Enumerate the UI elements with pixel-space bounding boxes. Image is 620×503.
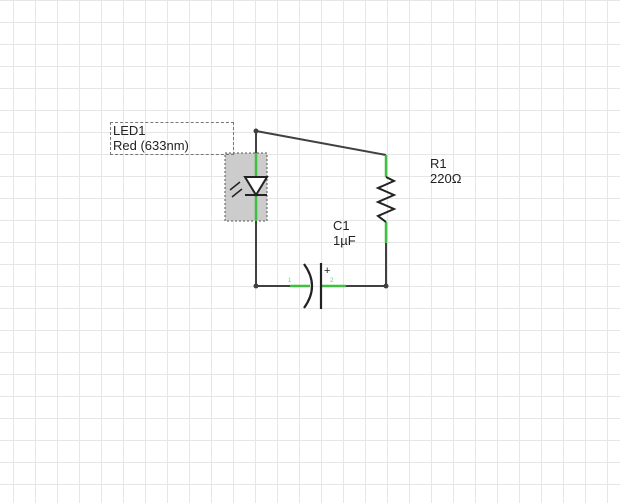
capacitor-pin1-label: 1 (288, 278, 292, 284)
r1-label[interactable]: R1 220Ω (430, 156, 461, 186)
r1-ref: R1 (430, 156, 447, 171)
capacitor-polarity: + (324, 265, 330, 277)
led1-label[interactable]: LED1 Red (633nm) (110, 122, 234, 155)
capacitor-curved-plate-icon (303, 263, 314, 309)
c1-value: 1µF (333, 233, 356, 248)
wires[interactable] (255, 130, 387, 287)
c1-symbol[interactable]: + 1 2 (288, 263, 346, 309)
wire-top[interactable] (255, 130, 387, 156)
resistor-zigzag-icon (375, 176, 397, 223)
c1-label[interactable]: C1 1µF (333, 218, 356, 248)
r1-value: 220Ω (430, 171, 462, 186)
light-emission-arrows-icon (229, 181, 243, 198)
diode-triangle-icon (243, 176, 269, 197)
led1-ref: LED1 (113, 123, 146, 138)
led1-value: Red (633nm) (113, 138, 189, 153)
led1-symbol[interactable] (224, 152, 269, 222)
c1-ref: C1 (333, 218, 350, 233)
r1-symbol[interactable] (375, 155, 397, 243)
capacitor-pin2-label: 2 (330, 278, 334, 284)
wire-endpoints (253, 128, 389, 289)
